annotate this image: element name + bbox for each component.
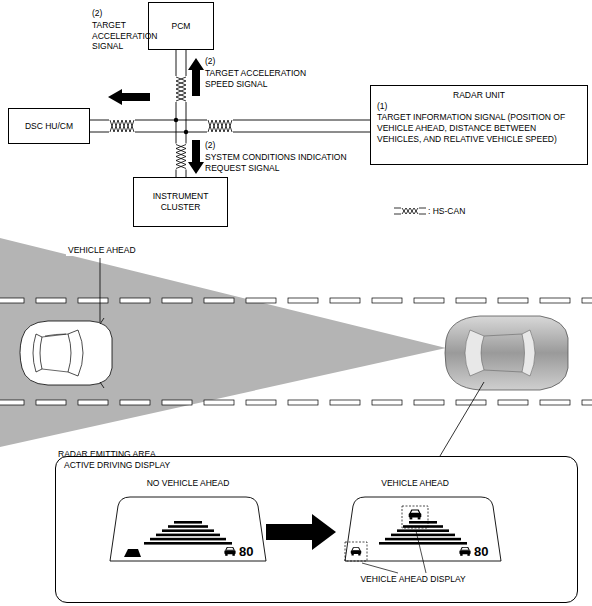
lane-dash bbox=[540, 298, 570, 303]
road-stripe bbox=[385, 538, 461, 541]
display-illustration bbox=[110, 497, 501, 561]
signal-arrow bbox=[108, 89, 150, 105]
car-icon bbox=[409, 510, 422, 520]
display-outline bbox=[345, 497, 501, 561]
lane-dash bbox=[78, 400, 108, 405]
lane-dash bbox=[246, 400, 276, 405]
lane-marker bbox=[124, 549, 141, 557]
legend-line-sample bbox=[394, 206, 426, 216]
own-vehicle bbox=[445, 316, 568, 390]
road-stripe bbox=[379, 542, 467, 545]
lane-dash bbox=[288, 298, 318, 303]
lane-dash bbox=[204, 400, 234, 405]
road-stripe bbox=[156, 534, 220, 537]
lane-dash bbox=[372, 298, 402, 303]
lane-dash bbox=[582, 400, 592, 405]
road-stripe bbox=[174, 521, 202, 524]
component-box: PCM bbox=[148, 2, 214, 50]
signal-name: TARGET ACCELERATION SIGNAL bbox=[92, 20, 164, 52]
lane-dash bbox=[498, 298, 528, 303]
transition-arrow bbox=[266, 514, 336, 550]
road-stripe bbox=[144, 542, 232, 545]
lane-dash bbox=[582, 298, 592, 303]
lane-dash bbox=[540, 400, 570, 405]
road-stripe bbox=[162, 529, 214, 532]
leader-line bbox=[440, 382, 484, 456]
signal-arrow bbox=[188, 140, 204, 174]
road-stripe bbox=[168, 525, 208, 528]
car-icon bbox=[351, 547, 362, 555]
lane-dash bbox=[330, 298, 360, 303]
box-title: PCM bbox=[172, 21, 191, 32]
lane-dash bbox=[288, 400, 318, 405]
signal-description: TARGET INFORMATION SIGNAL (POSITION OF V… bbox=[377, 112, 581, 144]
lane-dash bbox=[204, 298, 234, 303]
leader-line bbox=[100, 258, 101, 322]
lane-dash bbox=[498, 400, 528, 405]
lane-dash bbox=[36, 400, 66, 405]
dashed-frame bbox=[402, 506, 428, 528]
signal-name: TARGET ACCELERATION SPEED SIGNAL bbox=[205, 68, 327, 89]
lane-dash bbox=[414, 298, 444, 303]
state-label: NO VEHICLE AHEAD bbox=[128, 478, 248, 489]
leader-line bbox=[362, 563, 398, 573]
vehicle-ahead bbox=[20, 318, 112, 388]
legend-text: : HS-CAN bbox=[428, 206, 465, 217]
radar-area bbox=[0, 238, 446, 447]
lane-dash bbox=[162, 400, 192, 405]
junction-dot bbox=[174, 118, 188, 134]
lane-dash bbox=[120, 298, 150, 303]
part-label: VEHICLE AHEAD DISPLAY bbox=[338, 574, 488, 585]
lane-dash bbox=[120, 400, 150, 405]
road-stripe bbox=[403, 525, 443, 528]
area-label: RADAR EMITTING AREA bbox=[58, 449, 156, 460]
speed-value: 80 bbox=[239, 545, 253, 559]
road-stripe bbox=[391, 534, 455, 537]
lane-dash bbox=[246, 298, 276, 303]
road-stripe bbox=[150, 538, 226, 541]
display-panel: ACTIVE DRIVING DISPLAY bbox=[55, 456, 578, 603]
callout-number: (2) bbox=[92, 8, 102, 19]
road-stripe bbox=[397, 529, 449, 532]
box-title: INSTRUMENT CLUSTER bbox=[137, 191, 224, 212]
lane-dash bbox=[372, 400, 402, 405]
car-icon bbox=[224, 547, 235, 556]
box-title: ACTIVE DRIVING DISPLAY bbox=[64, 460, 569, 471]
signal-arrow bbox=[188, 58, 204, 96]
callout-number: (2) bbox=[205, 56, 215, 67]
lane-markings bbox=[0, 298, 592, 405]
component-box: DSC HU/CM bbox=[8, 108, 90, 144]
car-icon bbox=[459, 547, 470, 556]
display-outline bbox=[110, 497, 266, 561]
leader-line bbox=[416, 531, 426, 573]
part-label: VEHICLE AHEAD bbox=[66, 245, 138, 256]
component-box: INSTRUMENT CLUSTER bbox=[133, 177, 228, 227]
dashed-frame bbox=[345, 542, 367, 561]
lane-dash bbox=[78, 298, 108, 303]
lane-dash bbox=[414, 400, 444, 405]
lane-dash bbox=[0, 400, 24, 405]
signal-name: SYSTEM CONDITIONS INDICATION REQUEST SIG… bbox=[205, 152, 365, 173]
lane-dash bbox=[0, 298, 24, 303]
state-label: VEHICLE AHEAD bbox=[360, 478, 470, 489]
callout-number: (1) bbox=[377, 101, 581, 112]
box-title: DSC HU/CM bbox=[25, 121, 73, 132]
component-box: RADAR UNIT(1)TARGET INFORMATION SIGNAL (… bbox=[370, 85, 588, 165]
lane-dash bbox=[162, 298, 192, 303]
box-title: RADAR UNIT bbox=[377, 90, 581, 101]
lane-dash bbox=[36, 298, 66, 303]
lane-dash bbox=[330, 400, 360, 405]
lane-dash bbox=[456, 298, 486, 303]
callout-number: (2) bbox=[205, 140, 215, 151]
road-stripe bbox=[409, 521, 437, 524]
speed-value: 80 bbox=[474, 545, 488, 559]
